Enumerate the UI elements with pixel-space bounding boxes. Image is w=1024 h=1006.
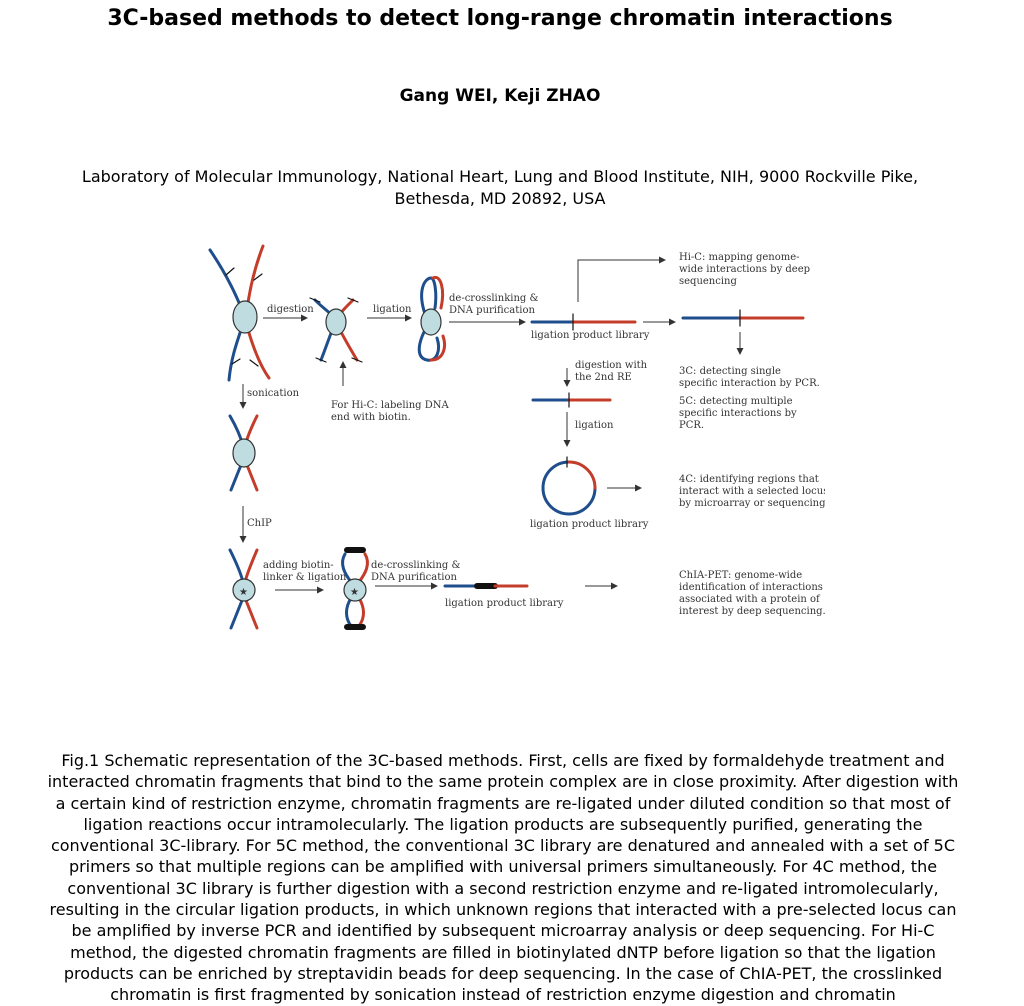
caption-line: resulting in the circular ligation produ…: [49, 900, 957, 920]
caption-line: be amplified by inverse PCR and identifi…: [71, 921, 935, 941]
label-purification-2: DNA purification: [371, 572, 457, 583]
author-list: Gang WEI, Keji ZHAO: [399, 86, 601, 106]
chiapet-text: interest by deep sequencing.: [679, 606, 825, 617]
label-chip: ChIP: [247, 518, 272, 529]
caption-line: conventional 3C-library. For 5C method, …: [50, 836, 956, 856]
label-hic-biotin: end with biotin.: [331, 412, 411, 423]
c3-text: : detecting single: [693, 366, 781, 377]
label-library-3: ligation product library: [445, 598, 564, 609]
paper-title: 3C-based methods to detect long-range ch…: [107, 6, 893, 31]
sonicated-chromatin: [228, 414, 259, 492]
c3-text: specific interaction by PCR.: [679, 378, 820, 389]
circular-ligation-product: [541, 456, 597, 516]
label-ligation-2: ligation: [575, 420, 614, 431]
caption-line: chromatin is first fragmented by sonicat…: [110, 985, 896, 1005]
label-adding-linker: adding biotin-: [263, 560, 334, 571]
chiapet-heading: ChIA-PET: [679, 570, 729, 581]
caption-line: Fig.1 Schematic representation of the 3C…: [61, 751, 945, 770]
caption-line: ligation reactions occur intramolecularl…: [83, 814, 923, 834]
label-digestion-2nd: the 2nd RE: [575, 372, 632, 383]
c3-description: 3C: detecting single: [679, 366, 781, 377]
hic-heading: Hi-C: [679, 252, 702, 263]
label-purification: DNA purification: [449, 305, 535, 316]
figure-caption: Fig.1 Schematic representation of the 3C…: [8, 750, 998, 1006]
label-library: ligation product library: [531, 330, 650, 341]
affiliation-line: Bethesda, MD 20892, USA: [394, 189, 606, 208]
ligated-chromatin: [417, 275, 446, 362]
caption-line: conventional 3C library is further diges…: [67, 878, 939, 898]
chiapet-text: : genome-wide: [728, 570, 802, 581]
c5-heading: 5C: [679, 396, 693, 407]
chip-complex: [228, 548, 259, 630]
schematic-diagram: ★ ★ digestion ligation de-crosslinking &…: [208, 244, 829, 630]
label-decrosslink: de-crosslinking &: [449, 293, 538, 304]
c5-text: PCR.: [679, 420, 704, 431]
c4-text: by microarray or sequencing.: [679, 498, 825, 509]
chiapet-text: identification of interactions: [679, 582, 823, 593]
svg-text:★: ★: [350, 587, 359, 598]
label-library-2: ligation product library: [530, 519, 649, 530]
label-digestion-2nd: digestion with: [575, 360, 648, 371]
c4-heading: 4C: [679, 474, 693, 485]
digested-chromatin: [309, 297, 363, 363]
hic-text: : mapping genome-: [702, 252, 800, 263]
chiapet-description: ChIA-PET: genome-wide: [679, 570, 802, 581]
affiliation: Laboratory of Molecular Immunology, Nati…: [20, 166, 980, 210]
caption-line: interacted chromatin fragments that bind…: [47, 772, 959, 792]
c3-heading: 3C: [679, 366, 693, 377]
hic-text: sequencing: [679, 276, 737, 287]
label-decrosslink-2: de-crosslinking &: [371, 560, 460, 571]
label-hic-biotin: For Hi-C: labeling DNA: [331, 400, 450, 411]
label-sonication: sonication: [247, 388, 300, 399]
schematic-figure: ★ ★ digestion ligation de-crosslinking &…: [205, 238, 829, 630]
c4-text: : identifying regions that: [693, 474, 819, 485]
label-ligation: ligation: [373, 304, 412, 315]
linker-ligated-complex: [341, 547, 369, 630]
caption-line: primers so that multiple regions can be …: [68, 857, 938, 877]
label-adding-linker: linker & ligation: [263, 572, 347, 583]
c5-text: specific interactions by: [679, 408, 797, 419]
svg-text:★: ★: [239, 587, 248, 598]
caption-line: method, the digested chromatin fragments…: [70, 942, 936, 962]
c5-description: 5C: detecting multiple: [679, 396, 793, 407]
crosslinked-chromatin: [208, 244, 271, 382]
hic-text: wide interactions by deep: [679, 264, 810, 275]
caption-line: a certain kind of restriction enzyme, ch…: [55, 793, 951, 813]
hic-description: Hi-C: mapping genome-: [679, 252, 800, 263]
chiapet-text: associated with a protein of: [679, 594, 821, 605]
caption-line: products can be enriched by streptavidin…: [63, 963, 943, 983]
label-digestion: digestion: [267, 304, 314, 315]
c5-text: : detecting multiple: [693, 396, 793, 407]
affiliation-line: Laboratory of Molecular Immunology, Nati…: [81, 167, 919, 186]
c4-description: 4C: identifying regions that: [679, 474, 819, 485]
c4-text: interact with a selected locus: [679, 486, 825, 497]
